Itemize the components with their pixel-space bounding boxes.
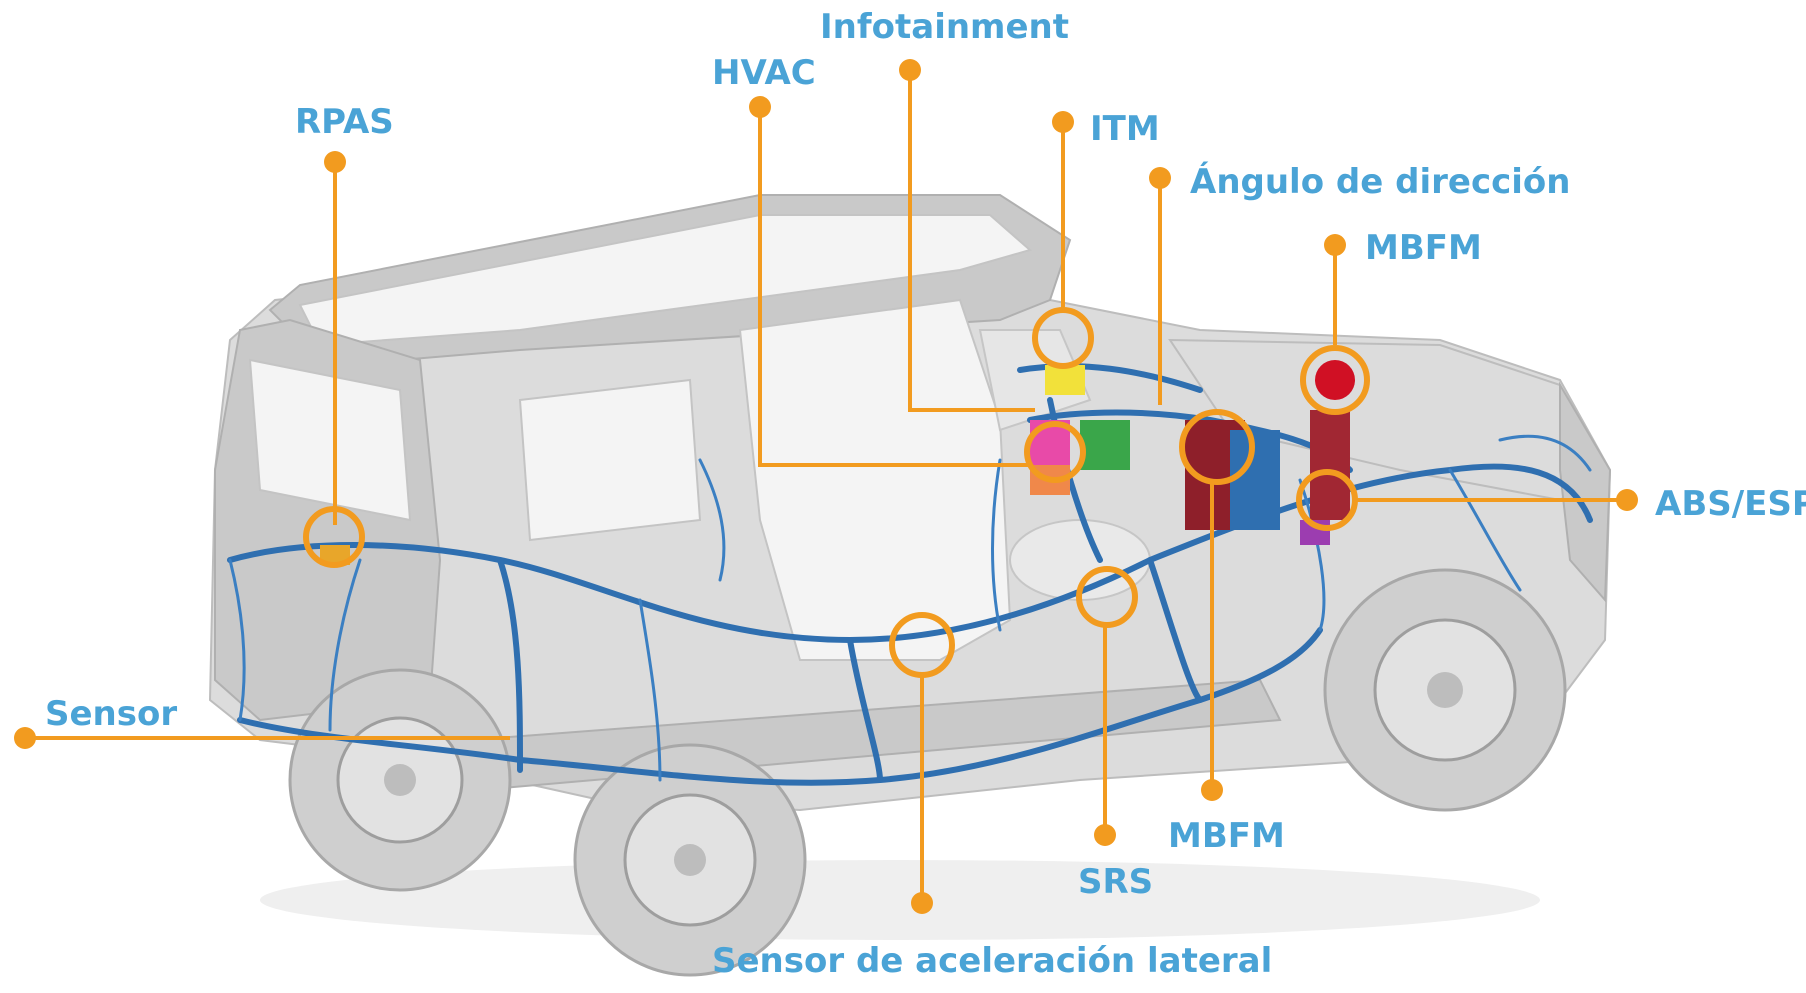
label-mbfm-top: MBFM [1365,228,1482,268]
abs-module [1310,410,1350,520]
label-mbfm-bottom: MBFM [1168,816,1285,856]
label-rpas: RPAS [295,102,394,142]
label-srs: SRS [1078,862,1153,902]
mbfm-top-module [1315,360,1355,400]
label-sensor: Sensor [45,694,177,734]
blue-module [1230,430,1280,530]
labels: Infotainment HVAC RPAS ITM Ángulo de dir… [45,7,1806,981]
label-itm: ITM [1090,109,1160,149]
label-hvac: HVAC [712,53,816,93]
green-module [1080,420,1130,470]
label-abs-esp: ABS/ESP [1655,484,1806,524]
label-angulo-direccion: Ángulo de dirección [1190,161,1571,202]
rpas-module [320,545,350,565]
infotainment-module [1045,365,1085,395]
label-sensor-aceleracion-lateral: Sensor de aceleración lateral [712,941,1272,981]
label-infotainment: Infotainment [820,7,1069,47]
callouts [14,59,1638,914]
